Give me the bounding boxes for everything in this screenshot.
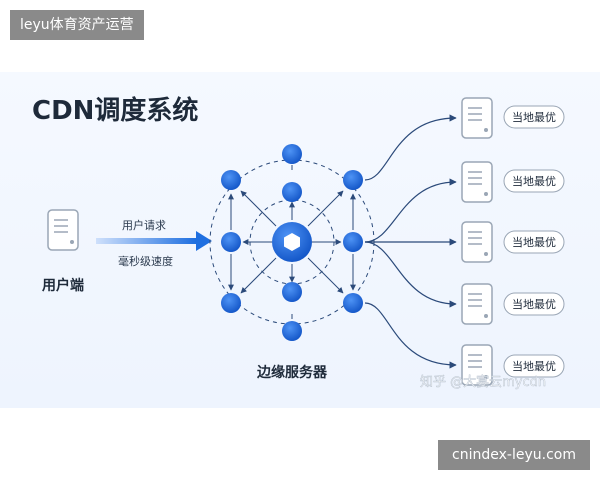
cdn-diagram: CDN调度系统 用户端 用户请求 毫秒级速度 xyxy=(0,72,600,408)
domain-label: cnindex-leyu.com xyxy=(452,447,576,463)
client-label: 用户端 xyxy=(42,277,84,294)
local-label-4: 当地最优 xyxy=(512,297,556,311)
local-server-2-icon xyxy=(461,161,493,203)
client-server-icon xyxy=(47,209,79,251)
hexagon-icon xyxy=(284,233,300,251)
diagram-canvas: CDN调度系统 用户端 用户请求 毫秒级速度 xyxy=(32,95,565,390)
edge-node-inner-top xyxy=(282,182,302,202)
domain-label-badge: cnindex-leyu.com xyxy=(438,440,590,470)
site-label: leyu体育资产运营 xyxy=(20,17,134,33)
local-label-2: 当地最优 xyxy=(512,174,556,188)
local-label-1: 当地最优 xyxy=(512,110,556,124)
site-label-badge: leyu体育资产运营 xyxy=(10,10,144,40)
edge-node-top xyxy=(282,144,302,164)
request-arrow xyxy=(96,231,212,251)
local-labels: 当地最优 当地最优 当地最优 当地最优 当地最优 xyxy=(503,105,565,378)
request-label: 用户请求 xyxy=(122,218,166,232)
local-server-3-icon xyxy=(461,221,493,263)
local-server-1-icon xyxy=(461,97,493,139)
edge-node-top-left xyxy=(221,170,241,190)
edge-node-top-right xyxy=(343,170,363,190)
edge-node-bottom-left xyxy=(221,293,241,313)
edge-node-bottom xyxy=(282,321,302,341)
edge-label: 边缘服务器 xyxy=(256,364,328,381)
routing-lines xyxy=(364,114,457,369)
edge-node-right xyxy=(343,232,363,252)
local-label-5: 当地最优 xyxy=(512,359,556,373)
edge-node-inner-bottom xyxy=(282,282,302,302)
hub-spokes xyxy=(228,165,356,319)
local-server-4-icon xyxy=(461,283,493,325)
diagram-title: CDN调度系统 xyxy=(32,95,198,126)
edge-nodes xyxy=(221,144,363,341)
edge-node-bottom-right xyxy=(343,293,363,313)
local-label-3: 当地最优 xyxy=(512,235,556,249)
speed-label: 毫秒级速度 xyxy=(118,254,173,268)
edge-node-left xyxy=(221,232,241,252)
watermark: 知乎 @大宴云mycdn xyxy=(420,374,546,390)
